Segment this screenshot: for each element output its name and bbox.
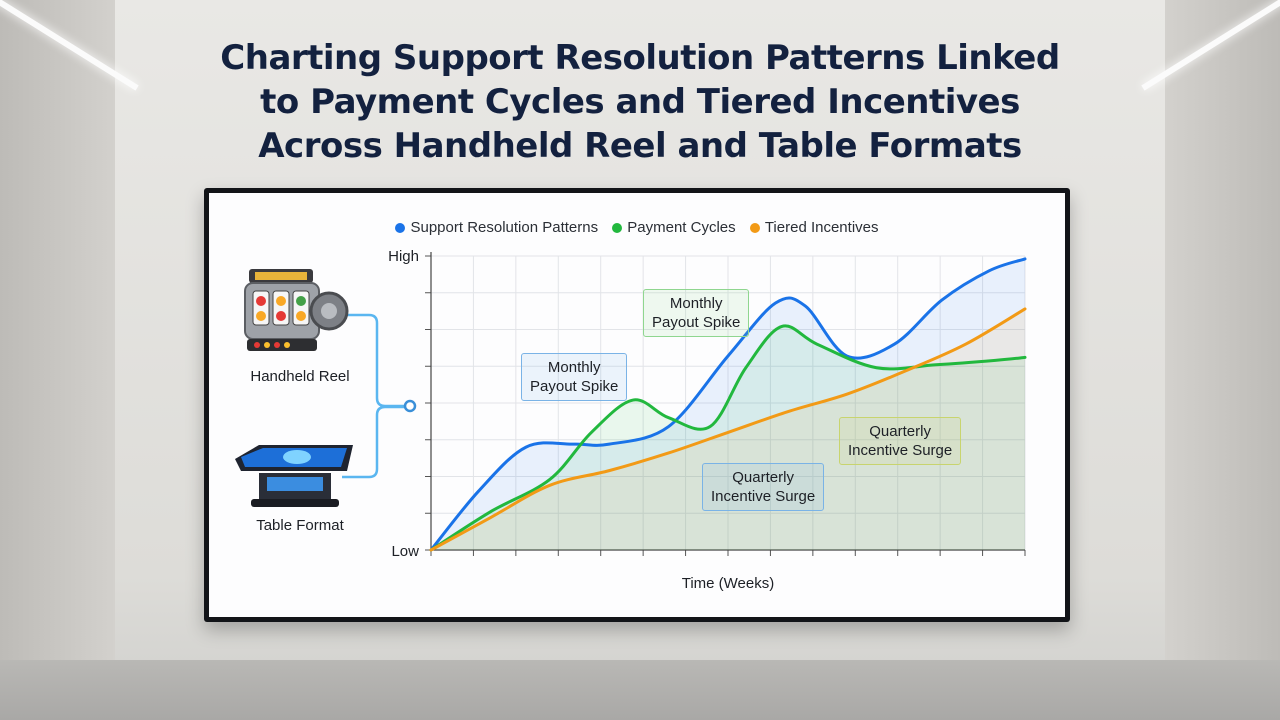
legend-dot bbox=[395, 222, 406, 233]
right-wall bbox=[1165, 0, 1280, 720]
annotation-line: Quarterly bbox=[732, 469, 794, 486]
chart-legend: Support Resolution Patterns Payment Cycl… bbox=[209, 219, 1065, 237]
annotation-line: Payout Spike bbox=[530, 378, 619, 395]
title-line: Charting Support Resolution Patterns Lin… bbox=[220, 38, 1060, 78]
annotation-line: Monthly bbox=[669, 295, 723, 312]
annotation-line: Quarterly bbox=[869, 423, 931, 440]
floor bbox=[0, 660, 1280, 720]
display-screen: Support Resolution Patterns Payment Cycl… bbox=[204, 188, 1070, 622]
x-axis-label: Time (Weeks) bbox=[682, 575, 775, 592]
annotation-quarterly-incentive-surge: Quarterly Incentive Surge bbox=[839, 417, 962, 465]
legend-dot bbox=[749, 222, 760, 233]
annotation-monthly-payout-spike: Monthly Payout Spike bbox=[521, 353, 628, 401]
series-line bbox=[429, 257, 1027, 552]
legend-dot bbox=[612, 222, 623, 233]
y-tick-label: High bbox=[388, 248, 419, 265]
legend-label: Payment Cycles bbox=[627, 219, 736, 236]
series-line bbox=[429, 307, 1027, 552]
annotation-line: Incentive Surge bbox=[711, 488, 816, 505]
legend-item: Support Resolution Patterns bbox=[395, 219, 598, 236]
annotation-line: Payout Spike bbox=[652, 314, 741, 331]
device-label-table: Table Format bbox=[256, 517, 344, 534]
annotation-quarterly-incentive-surge: Quarterly Incentive Surge bbox=[702, 463, 825, 511]
title-line: to Payment Cycles and Tiered Incentives bbox=[260, 82, 1020, 122]
annotation-line: Incentive Surge bbox=[848, 442, 953, 459]
chart-panel: Support Resolution Patterns Payment Cycl… bbox=[209, 193, 1065, 617]
legend-item: Payment Cycles bbox=[612, 219, 736, 236]
series-line bbox=[429, 324, 1027, 552]
legend-label: Tiered Incentives bbox=[764, 219, 879, 236]
device-label-handheld: Handheld Reel bbox=[250, 368, 350, 385]
title-line: Across Handheld Reel and Table Formats bbox=[258, 126, 1022, 166]
y-tick-label: Low bbox=[391, 543, 419, 560]
legend-item: Tiered Incentives bbox=[749, 219, 879, 236]
legend-label: Support Resolution Patterns bbox=[410, 219, 599, 236]
left-wall bbox=[0, 0, 115, 720]
annotation-monthly-payout-spike: Monthly Payout Spike bbox=[643, 289, 750, 337]
page-title: Charting Support Resolution Patterns Lin… bbox=[140, 36, 1140, 168]
series-area bbox=[431, 308, 1025, 550]
annotation-line: Monthly bbox=[547, 359, 601, 376]
